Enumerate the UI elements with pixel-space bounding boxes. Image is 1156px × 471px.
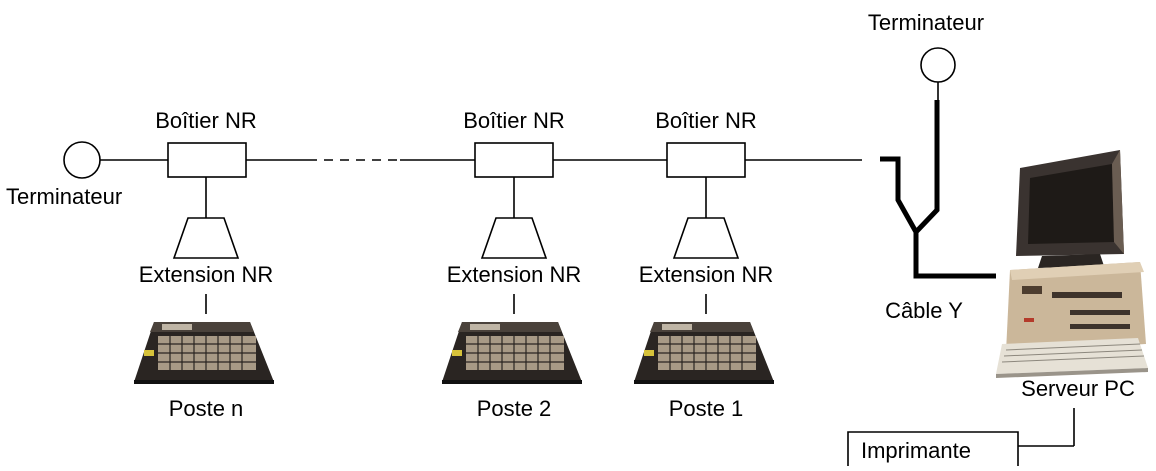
terminator-top-label: Terminateur [868,10,984,35]
y-cable [880,100,996,279]
extension-2-label: Extension NR [447,262,582,287]
y-cable-left-branch [880,156,919,234]
box-n [167,142,247,178]
server-label: Serveur PC [1021,376,1135,401]
station-2-icon [441,321,583,385]
server-pc-icon [996,150,1148,378]
extension-1-label: Extension NR [639,262,774,287]
station-n-icon [133,321,275,385]
terminator-left-label: Terminateur [6,184,122,209]
node-2: Boîtier NR Extension NR Poste 2 [441,108,583,421]
y-cable-right-branch [914,100,940,234]
box-n-label: Boîtier NR [155,108,256,133]
node-n: Boîtier NR Extension NR Poste n [133,108,275,421]
box-1 [666,142,746,178]
printer-label: Imprimante [861,438,971,463]
extension-n-label: Extension NR [139,262,274,287]
node-1: Boîtier NR Extension NR Poste 1 [633,108,775,421]
station-1-icon [633,321,775,385]
station-1-label: Poste 1 [669,396,744,421]
box-2-label: Boîtier NR [463,108,564,133]
extension-1-icon [672,217,740,259]
printer-box [847,431,1019,466]
box-2 [474,142,554,178]
station-n-label: Poste n [169,396,244,421]
extension-2-icon [480,217,548,259]
cable-y-label: Câble Y [885,298,963,323]
station-2-label: Poste 2 [477,396,552,421]
terminator-top-icon [920,47,956,83]
y-cable-trunk [913,232,996,279]
extension-n-icon [172,217,240,259]
box-1-label: Boîtier NR [655,108,756,133]
terminator-left-icon [63,141,101,179]
